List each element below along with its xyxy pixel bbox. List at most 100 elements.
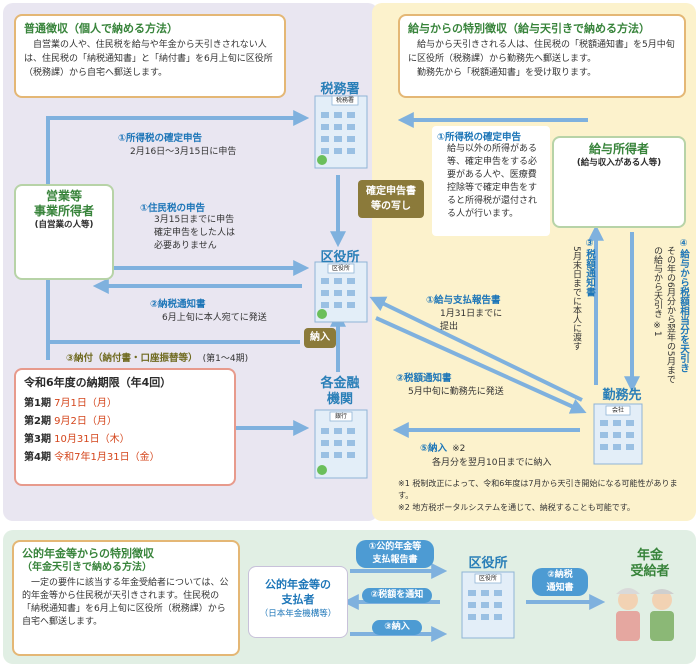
flow-salary-income-return: ①所得税の確定申告 給与以外の所得がある等、確定申告をする必要がある人や、医療費… (432, 126, 550, 236)
self-employed-subtitle: (自営業の人等) (34, 220, 94, 230)
pension-body: 一定の要件に該当する年金受給者については、公的年金等から住民税が天引きされます。… (22, 578, 229, 627)
pension-flow-report-line2: 支払報告書 (372, 555, 418, 565)
flow-tax-notice-text: 6月上旬に本人宛てに発送 (162, 313, 267, 323)
flow-resident-tax-return-label: ①住民税の申告 (140, 203, 206, 214)
bank-pay-badge: 納入 (304, 328, 336, 348)
normal-collection-body: 自営業の人や、住民税を給与や年金から天引きされない人は、住民税の「納税通知書」と… (24, 40, 273, 78)
pension-flow-report-line1: ①公的年金等 (368, 542, 422, 552)
ward-office-label: 区役所 (320, 250, 360, 265)
self-employed-title-line2: 事業所得者 (33, 204, 94, 218)
flow-monthly-payment-note: ※2 (452, 444, 466, 454)
deadline-date: 9月2日（月） (54, 416, 117, 427)
deadline-date: 7月1日（月） (54, 398, 117, 409)
deadline-row: 第2期 9月2日（月） (24, 413, 226, 431)
bank-label: 各金融 機関 (304, 376, 376, 408)
flow-salary-income-return-text: 給与以外の所得がある等、確定申告をする必要がある人や、医療費控除等で確定申告をす… (447, 144, 538, 219)
flow-monthly-payment-label: ⑤納入 (420, 443, 448, 454)
flow-monthly-payment: ⑤納入 ※2 各月分を翌月10日までに納入 (420, 436, 580, 468)
flow-income-tax-return-text: 2月16日～3月15日に申告 (130, 147, 237, 157)
flow-salary-report-label: ①給与支払報告書 (426, 295, 501, 306)
salary-earner-subtitle: (給与収入がある人等) (576, 158, 662, 168)
copy-returns-line2: 等の写し (371, 201, 411, 212)
flow-payment: ③納付（納付書・口座振替等） (第1～4期) (66, 346, 302, 365)
normal-collection-title: 普通徴収（個人で納める方法） (24, 22, 178, 35)
pension-payer-line1: 公的年金等の (265, 578, 331, 591)
flow-tax-amount-notice-text: 5月中旬に勤務先に発送 (408, 387, 504, 397)
flow-income-tax-return-label: ①所得税の確定申告 (118, 133, 203, 144)
self-employed-box: 営業等 事業所得者 (自営業の人等) (14, 184, 114, 280)
flow-salary-income-return-label: ①所得税の確定申告 (437, 132, 522, 143)
workplace-sign: 会社 (611, 407, 624, 414)
flow-tax-amount-notice-label: ②税額通知書 (396, 373, 452, 384)
workplace-label: 勤務先 (602, 388, 642, 403)
pension-subtitle: （年金天引きで納める方法） (22, 562, 152, 573)
flow-income-tax-return: ①所得税の確定申告 2月16日～3月15日に申告 (118, 130, 298, 157)
deadline-term: 第1期 (24, 398, 51, 409)
flow-resident-tax-return-text1: 3月15日までに申告 (154, 215, 235, 225)
ward-office-sign: 区役所 (331, 265, 350, 272)
flow-salary-report-text2: 提出 (440, 322, 459, 332)
flow-payment-label: ③納付（納付書・口座振替等） (66, 353, 198, 364)
special-collection-body-2: 勤務先から「税額通知書」を受け取ります。 (417, 68, 597, 78)
pension-recipient-line2: 受給者 (630, 564, 670, 579)
special-collection-box: 給与からの特別徴収（給与天引きで納める方法） 給与から天引きされる人は、住民税の… (398, 14, 686, 98)
flow-salary-deduction-text: その年の6月分から翌年の5月までの給与から天引き ※1 (652, 246, 675, 384)
flow-salary-deduction-label: ④給与から税額相当分を天引き (678, 238, 689, 373)
special-collection-title: 給与からの特別徴収（給与天引きで納める方法） (408, 22, 650, 35)
self-employed-title-line1: 営業等 (45, 189, 82, 203)
deadline-term: 第3期 (24, 434, 51, 445)
pension-flow-notify: ②税額を通知 (362, 588, 432, 603)
flow-tax-amount-notice: ②税額通知書 5月中旬に勤務先に発送 (396, 370, 556, 397)
pension-payer-line2: 支払者 (281, 593, 315, 606)
deadlines-list: 第1期 7月1日（月） 第2期 9月2日（月） 第3期 10月31日（木） 第4… (24, 395, 226, 467)
flow-resident-tax-return: ①住民税の申告 3月15日までに申告 確定申告をした人は 必要ありません (140, 200, 300, 253)
deadline-term: 第4期 (24, 452, 51, 463)
pension-ward-office-label: 区役所 (468, 556, 508, 571)
flow-hand-notice-text: 5月末日までに本人に渡す (571, 246, 581, 351)
tax-office-label: 税務署 (320, 82, 360, 97)
copy-returns-badge: 確定申告書 等の写し (358, 180, 424, 218)
pension-recipient-label: 年金 受給者 (612, 548, 688, 580)
salary-earner-title: 給与所得者 (588, 142, 649, 156)
pension-flow-tax-notice-line1: ②納税 (547, 570, 573, 580)
bank-sign: 銀行 (334, 413, 347, 420)
pension-flow-tax-notice-line2: 通知書 (546, 583, 574, 593)
flow-salary-report-text1: 1月31日までに (440, 309, 503, 319)
flow-salary-report: ①給与支払報告書 1月31日までに 提出 (426, 292, 556, 332)
bank-building-icon (314, 409, 368, 479)
pension-collection-box: 公的年金等からの特別徴収 （年金天引きで納める方法） 一定の要件に該当する年金受… (12, 540, 240, 656)
flow-monthly-payment-text: 各月分を翌月10日までに納入 (432, 458, 552, 468)
company-building-icon (593, 403, 643, 465)
bank-label-line1: 各金融 (320, 376, 360, 391)
deadline-row: 第1期 7月1日（月） (24, 395, 226, 413)
footnote-2: ※2 地方税ポータルシステムを通じて、納税することも可能です。 (398, 503, 635, 512)
normal-collection-box: 普通徴収（個人で納める方法） 自営業の人や、住民税を給与や年金から天引きされない… (14, 14, 286, 98)
pension-payer-box: 公的年金等の 支払者 （日本年金機構等） (248, 566, 348, 638)
pension-flow-tax-notice: ②納税 通知書 (532, 568, 588, 596)
flow-hand-notice: ③税額通知書 5月末日までに本人に渡す (556, 238, 596, 360)
deadline-term: 第2期 (24, 416, 51, 427)
deadline-date: 令和7年1月31日（金） (54, 452, 160, 463)
arrow-tax-amount-notice (375, 316, 587, 414)
tax-office-sign: 税務署 (335, 97, 354, 104)
deadline-row: 第4期 令和7年1月31日（金） (24, 449, 226, 467)
flow-resident-tax-return-text2: 確定申告をした人は (154, 228, 236, 238)
footnote-1: ※1 税制改正によって、令和6年度は7月から天引き開始になる可能性があります。 (398, 479, 678, 500)
flow-resident-tax-return-text3: 必要ありません (154, 241, 217, 251)
flow-hand-notice-label: ③税額通知書 (584, 238, 595, 297)
pension-ward-office-sign: 区役所 (478, 575, 497, 582)
pension-flow-report: ①公的年金等 支払報告書 (356, 540, 434, 568)
deadline-date: 10月31日（木） (54, 434, 130, 445)
arrow-salary-report (369, 296, 583, 402)
pension-recipients-people-icon (616, 588, 674, 641)
tax-office-building-icon (314, 95, 368, 169)
pension-recipient-line1: 年金 (636, 548, 663, 563)
deadline-row: 第3期 10月31日（木） (24, 431, 226, 449)
copy-returns-line1: 確定申告書 (366, 186, 416, 197)
flow-tax-notice-label: ②納税通知書 (150, 299, 206, 310)
ward-office-building-icon (314, 261, 368, 323)
flow-tax-notice: ②納税通知書 6月上旬に本人宛てに発送 (150, 296, 300, 323)
deadlines-title: 令和6年度の納期限（年4回） (24, 376, 172, 389)
pension-flow-payment: ③納入 (372, 620, 422, 635)
